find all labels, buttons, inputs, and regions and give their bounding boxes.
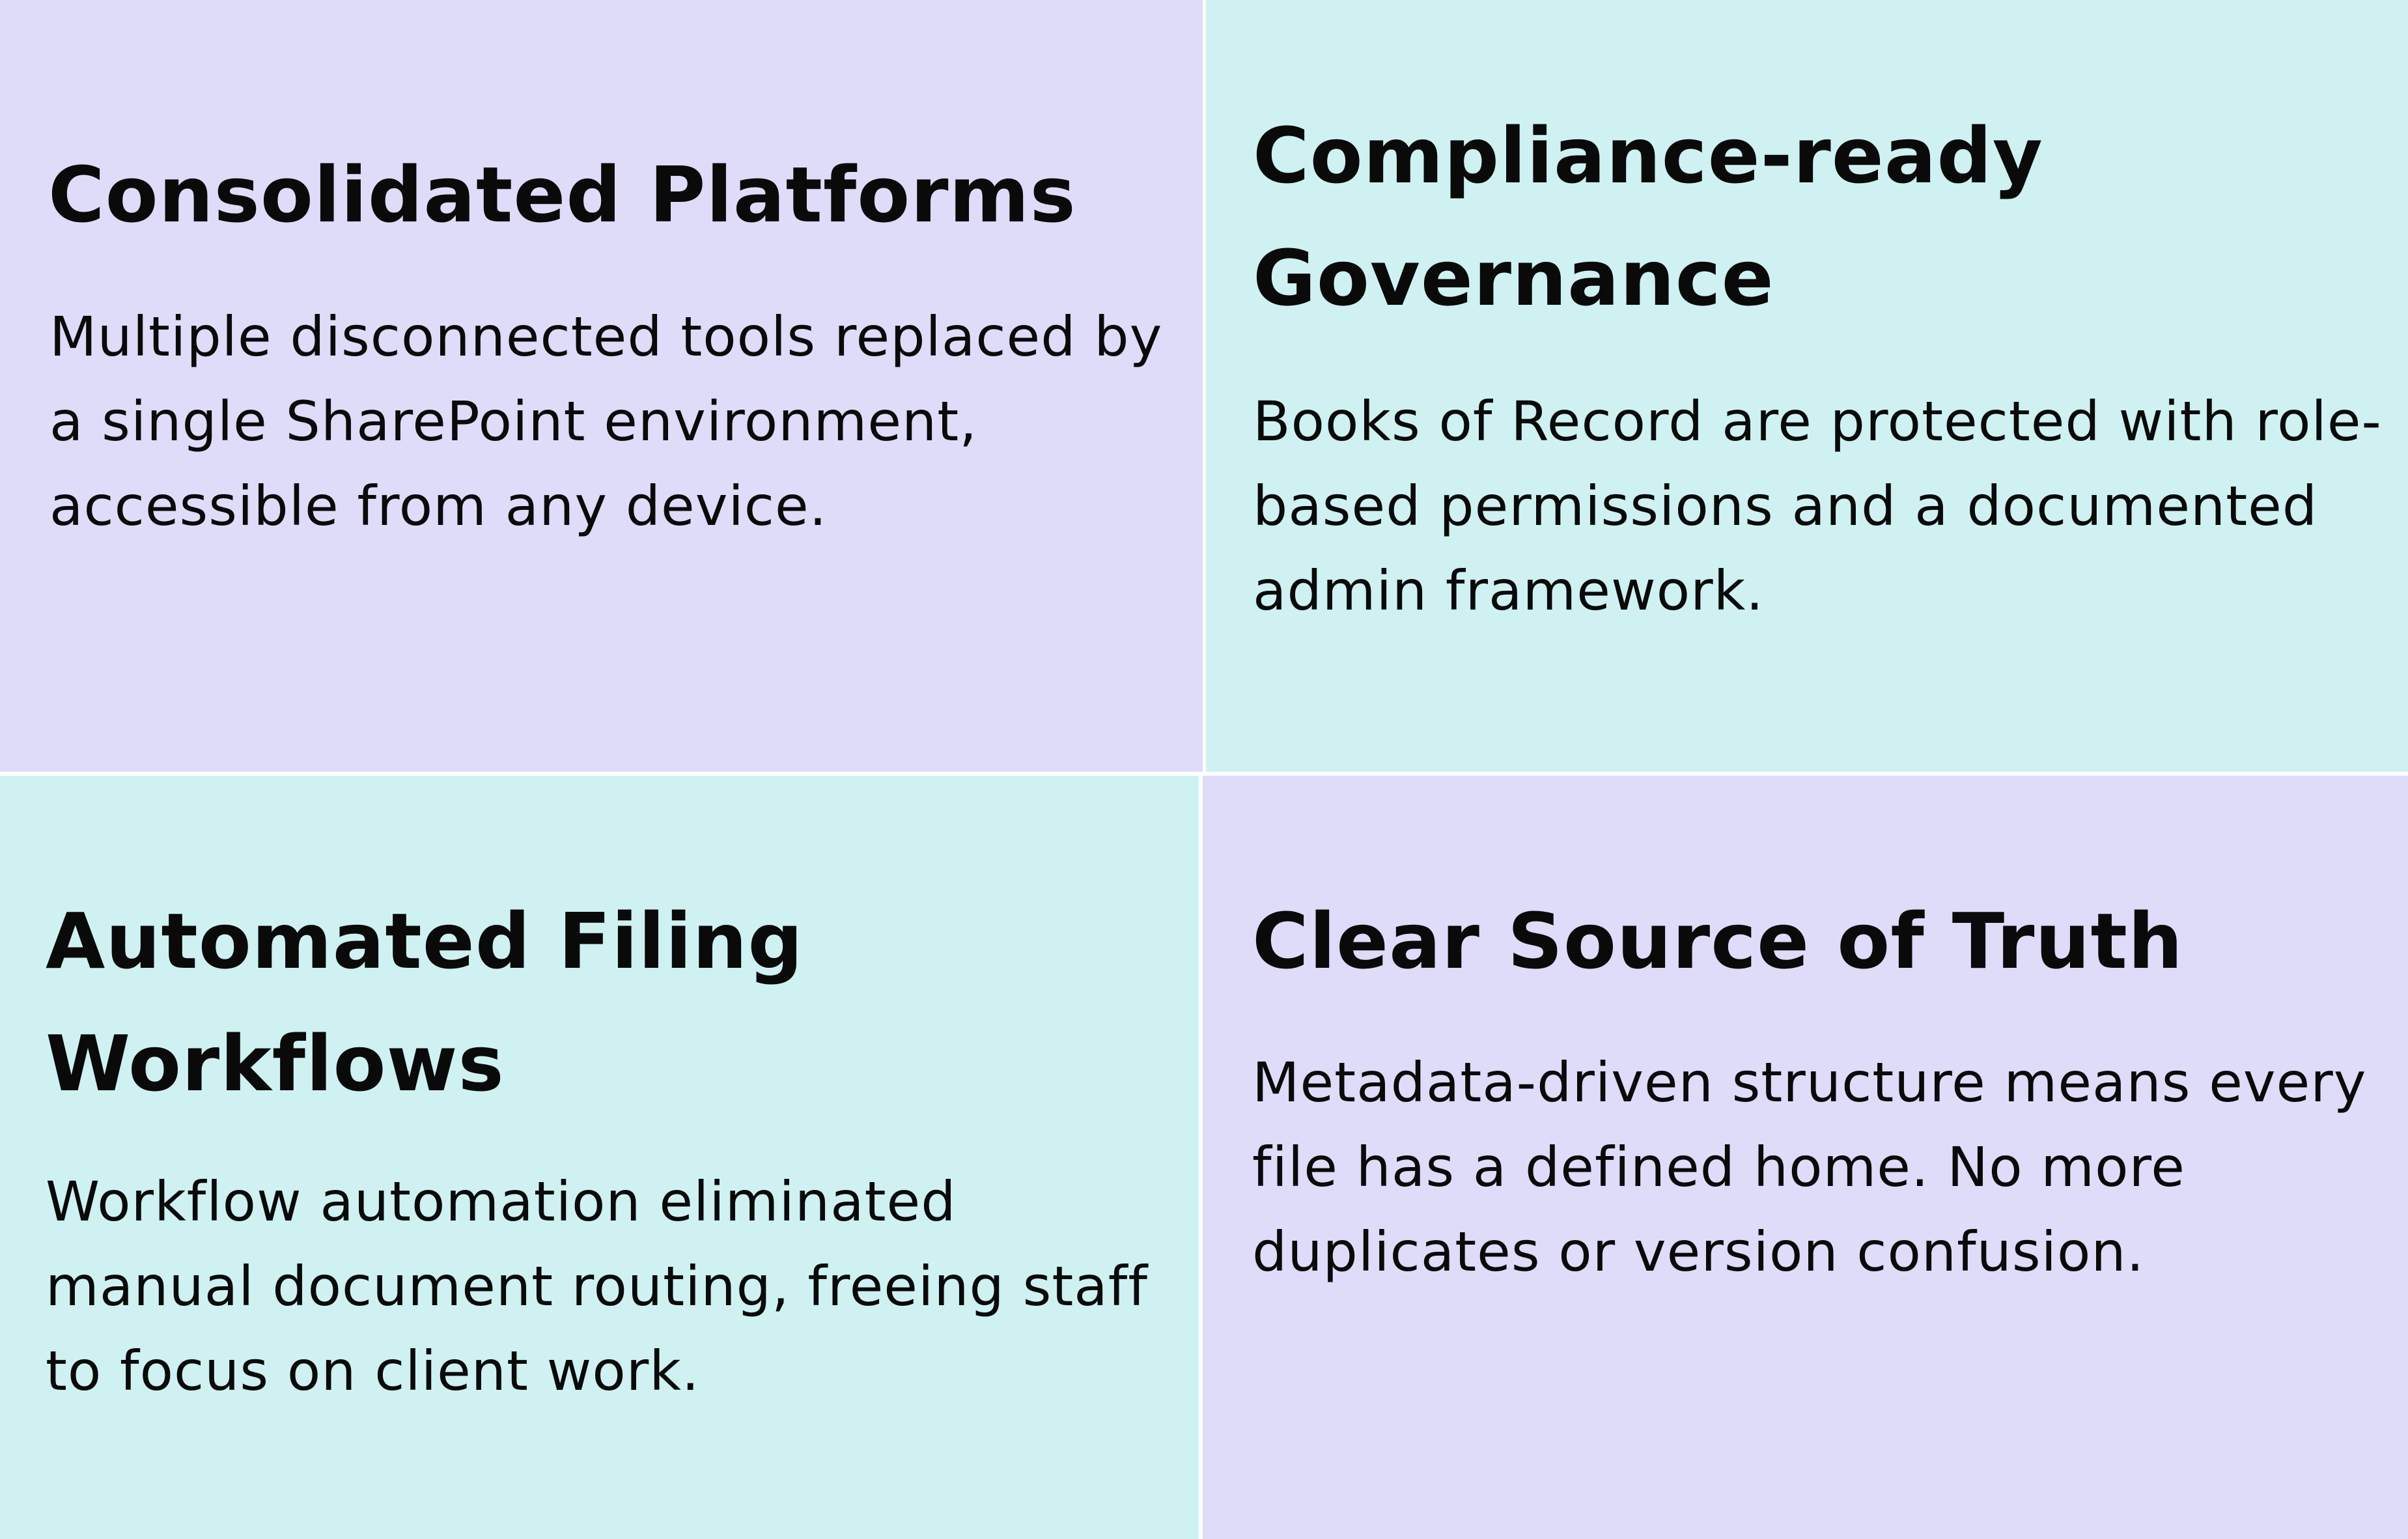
card-title: Consolidated Platforms (48, 150, 1076, 240)
card-title: Automated Filing Workflows (46, 896, 804, 1108)
card-title: Clear Source of Truth (1252, 896, 2183, 986)
card-description: Metadata-driven structure means every fi… (1252, 1051, 2367, 1284)
card-title: Compliance-ready Governance (1253, 111, 2043, 323)
card-automated-filing-workflows: Automated Filing Workflows Workflow auto… (0, 776, 1199, 1539)
card-description: Multiple disconnected tools replaced by … (49, 305, 1163, 538)
card-compliance-governance: Compliance-ready Governance Books of Rec… (1206, 0, 2408, 772)
card-consolidated-platforms: Consolidated Platforms Multiple disconne… (0, 0, 1203, 772)
card-description: Books of Record are protected with role-… (1253, 389, 2382, 623)
card-clear-source-of-truth: Clear Source of Truth Metadata-driven st… (1203, 776, 2408, 1539)
card-description: Workflow automation eliminated manual do… (46, 1170, 1148, 1403)
